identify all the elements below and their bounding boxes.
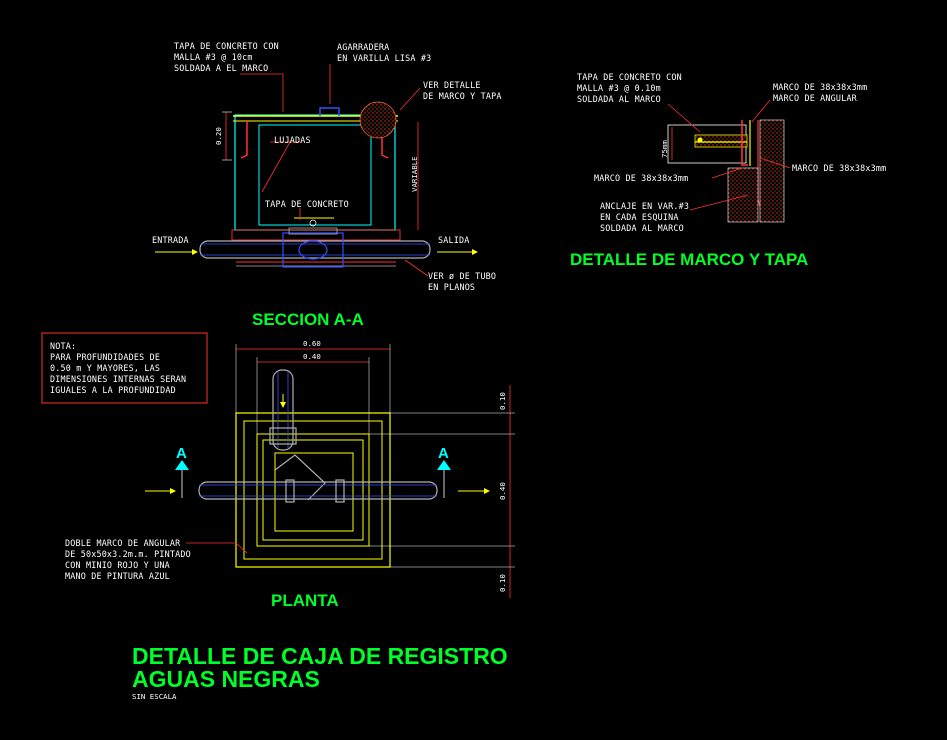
detail-label-tapa-3: SOLDADA AL MARCO [577,94,661,104]
dim-75mm: 75mm [660,140,669,158]
detail-marco-drawing [667,99,791,223]
detail-marco-title: DETALLE DE MARCO Y TAPA [570,250,808,269]
plan-label-marco-1: DOBLE MARCO DE ANGULAR [65,538,181,548]
detail-label-marco-right: MARCO DE 38x38x3mm [792,163,886,173]
detail-label-anclaje-3: SOLDADA AL MARCO [600,223,684,233]
label-tapa-malla-3: SOLDADA A EL MARCO [174,63,268,73]
dim-040-top: 0.40 [303,352,321,361]
plan-label-marco-3: CON MINIO ROJO Y UNA [65,560,170,570]
section-a-a-drawing [155,64,478,277]
main-subtitle: SIN ESCALA [132,692,177,701]
label-agarradera-2: EN VARILLA LISA #3 [337,53,431,63]
section-a-a-title: SECCION A-A [252,310,364,329]
nota-line-0: NOTA: [50,341,76,351]
label-agarradera-1: AGARRADERA [337,42,389,52]
detail-label-anclaje-1: ANCLAJE EN VAR.#3 [600,201,689,211]
main-title-line2: AGUAS NEGRAS [132,666,320,692]
label-ver-detalle-2: DE MARCO Y TAPA [423,91,502,101]
nota-line-4: IGUALES A LA PROFUNDIDAD [50,385,176,395]
plan-label-marco-2: DE 50x50x3.2m.m. PINTADO [65,549,191,559]
dim-020-section: 0.20 [214,127,223,145]
dim-010-bottom: 0.10 [498,574,507,592]
plan-label-marco-4: MANO DE PINTURA AZUL [65,571,170,581]
plan-title: PLANTA [271,591,339,610]
detail-label-tapa-2: MALLA #3 @ 0.10m [577,83,661,93]
label-entrada: ENTRADA [152,235,189,245]
detail-label-anclaje-2: EN CADA ESQUINA [600,212,679,222]
nota-line-2: 0.50 m Y MAYORES, LAS [50,363,160,373]
detail-label-marco-angular-2: MARCO DE ANGULAR [773,93,858,103]
label-tapa-malla-2: MALLA #3 @ 10cm [174,52,253,62]
dim-060: 0.60 [303,339,321,348]
detail-label-marco-left: MARCO DE 38x38x3mm [594,173,688,183]
nota-line-1: PARA PROFUNDIDADES DE [50,352,160,362]
nota-line-3: DIMENSIONES INTERNAS SERAN [50,374,186,384]
detail-label-tapa-1: TAPA DE CONCRETO CON [577,72,682,82]
dim-040-right: 0.40 [498,482,507,500]
section-mark-left: A [176,445,187,462]
dim-variable: VARIABLE [410,156,419,192]
label-tapa-concreto: TAPA DE CONCRETO [265,199,349,209]
detail-label-marco-angular-1: MARCO DE 38x38x3mm [773,82,867,92]
main-title-line1: DETALLE DE CAJA DE REGISTRO [132,643,508,669]
label-ver-tubo-1: VER ø DE TUBO [428,271,496,281]
label-ver-detalle-1: VER DETALLE [423,80,481,90]
label-ver-tubo-2: EN PLANOS [428,282,475,292]
section-mark-right: A [438,445,449,462]
dim-010-top: 0.10 [498,392,507,410]
label-lujadas: LUJADAS [274,135,311,145]
label-salida: SALIDA [438,235,469,245]
plan-drawing [145,344,515,598]
nota-box: NOTA: PARA PROFUNDIDADES DE 0.50 m Y MAY… [41,332,208,404]
label-tapa-malla-1: TAPA DE CONCRETO CON [174,41,279,51]
